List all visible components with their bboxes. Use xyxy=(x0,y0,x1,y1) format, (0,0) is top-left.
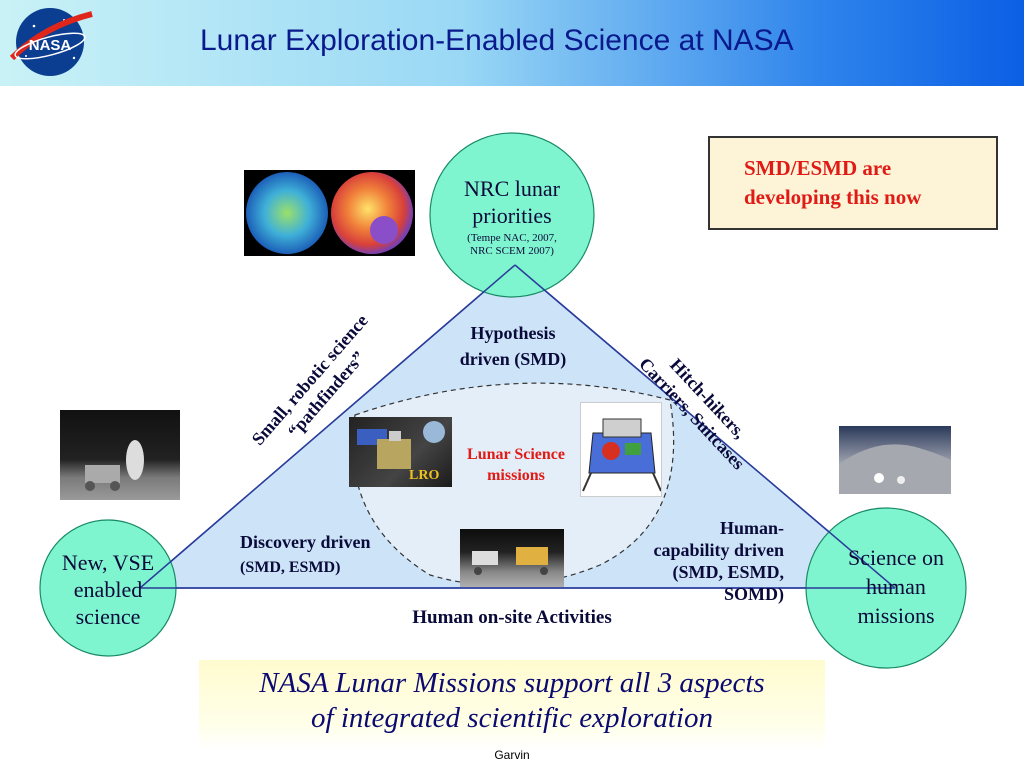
hypothesis-driven-label: Hypothesis driven (SMD) xyxy=(459,323,567,369)
lunar-science-missions-label: Lunar Science missions xyxy=(467,446,565,484)
human-on-site-activities-label: Human on-site Activities xyxy=(412,607,612,628)
status-note-box: SMD/ESMD are developing this now xyxy=(708,136,998,230)
top-circle-label: NRC lunar priorities (Tempe NAC, 2007, N… xyxy=(464,176,560,257)
summary-line-2: of integrated scientific exploration xyxy=(311,702,713,734)
summary-box: NASA Lunar Missions support all 3 aspect… xyxy=(199,660,825,750)
note-line-2: developing this now xyxy=(744,185,922,209)
lro-spacecraft-image xyxy=(349,417,452,487)
note-line-1: SMD/ESMD are xyxy=(744,156,892,180)
svg-text:NASA: NASA xyxy=(29,37,72,54)
lro-label: LRO xyxy=(409,468,440,483)
summary-line-1: NASA Lunar Missions support all 3 aspect… xyxy=(259,667,765,699)
title-banner xyxy=(0,0,1024,86)
lunar-topography-maps-image xyxy=(244,170,415,256)
top-circle xyxy=(429,132,595,298)
nasa-meatball-icon: NASA xyxy=(9,8,93,76)
human-capability-driven-label: Human- capability driven (SMD, ESMD, SOM… xyxy=(653,518,784,604)
lunar-surface-mission-photo xyxy=(839,426,951,494)
lunar-rover-image xyxy=(460,529,564,587)
discovery-driven-label: Discovery driven (SMD, ESMD) xyxy=(240,532,371,576)
slide-title: Lunar Exploration-Enabled Science at NAS… xyxy=(200,24,794,57)
apollo-astronaut-photo xyxy=(60,410,180,500)
lunar-lander-image xyxy=(580,402,662,497)
left-circle-label: New, VSE enabled science xyxy=(61,550,155,629)
footer-author: Garvin xyxy=(494,748,530,762)
right-circle-label: Science on human missions xyxy=(848,545,944,628)
